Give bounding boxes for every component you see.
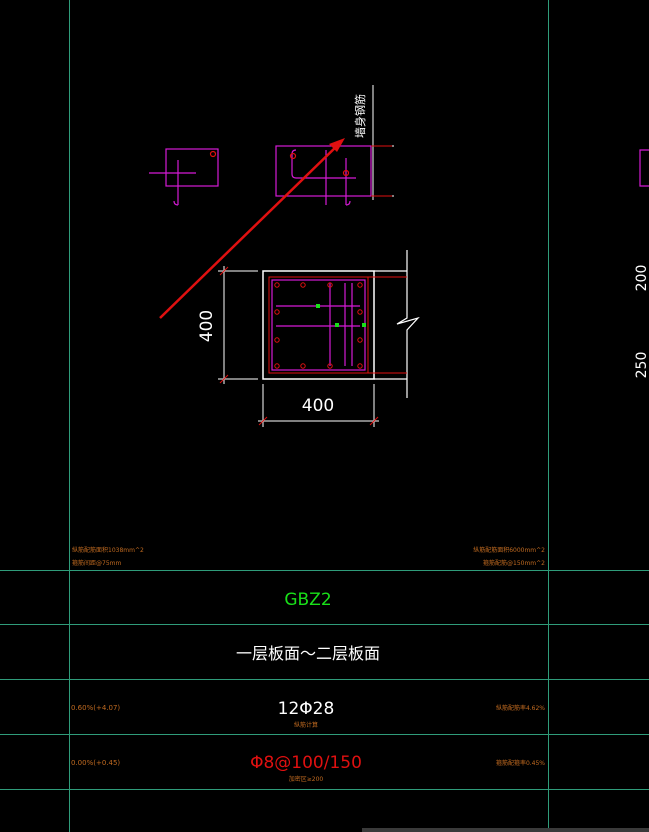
dim-vertical xyxy=(218,266,258,384)
neighbor-dim-200: 200 xyxy=(634,265,649,292)
callout-text: 墙身钢筋 xyxy=(353,94,367,138)
callout: 墙身钢筋 xyxy=(353,85,374,140)
table-elevation: 一层板面～二层板面 xyxy=(236,644,380,663)
stirrup-left-note: 0.00%(+0.45) xyxy=(71,759,120,767)
table-name: GBZ2 xyxy=(284,590,331,610)
note-right-1: 纵筋配筋面积6000mm^2 xyxy=(473,546,545,554)
column-section xyxy=(262,250,420,398)
detail-hook-left xyxy=(149,148,219,206)
table-rebar-main-sub: 纵筋计算 xyxy=(294,721,318,729)
table-stirrup-sub: 加密区≥200 xyxy=(289,775,324,783)
neighbor-dim-250: 250 xyxy=(634,352,649,379)
red-arrow xyxy=(159,138,345,319)
detail-hook-center xyxy=(275,145,372,206)
stirrup-right-note: 箍筋配箍率0.45% xyxy=(496,759,545,767)
neighbor-detail-partial: 200 250 xyxy=(634,149,649,379)
table-stirrup: Φ8@100/150 xyxy=(250,753,362,773)
note-left-1: 纵筋配筋面积1038mm^2 xyxy=(72,546,144,554)
detail-dim-center xyxy=(371,140,394,200)
dim-width-label: 400 xyxy=(302,396,334,416)
table-rebar-main: 12Φ28 xyxy=(278,699,335,719)
dim-horizontal xyxy=(258,384,379,427)
note-left-2: 箍筋间距@75mm xyxy=(72,559,121,567)
rebar-left-note: 0.60%(+4.07) xyxy=(71,704,120,712)
note-right-2: 箍筋配筋@150mm^2 xyxy=(483,559,545,567)
rebar-right-note: 纵筋配筋率4.62% xyxy=(496,704,545,712)
dim-height-label: 400 xyxy=(197,310,217,342)
horizontal-scrollbar[interactable] xyxy=(362,828,649,832)
